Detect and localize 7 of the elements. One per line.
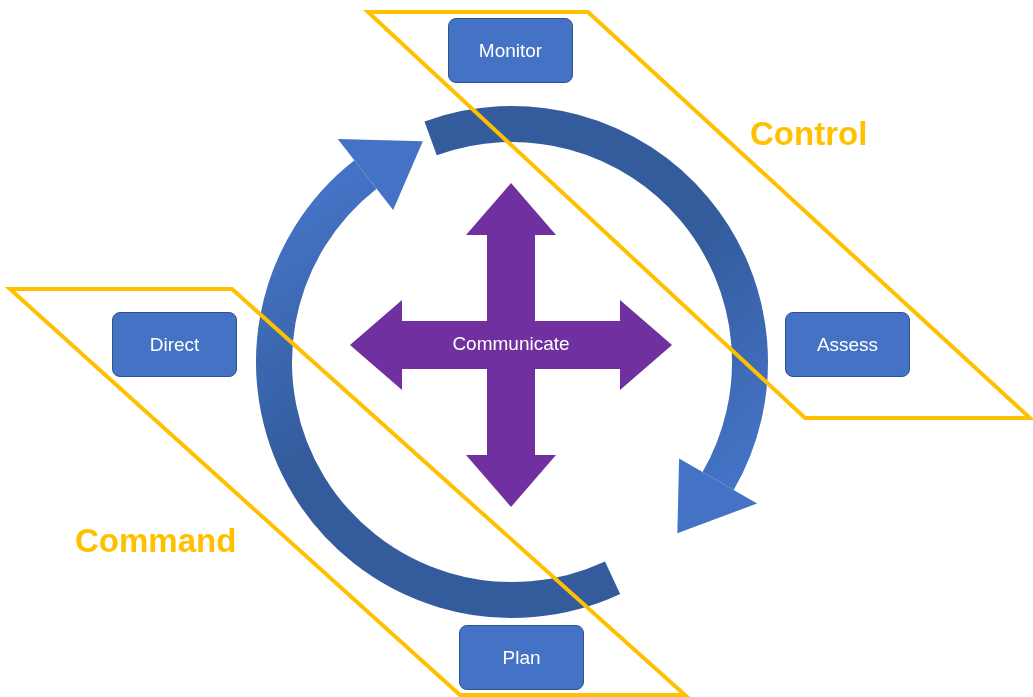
process-box: Plan	[459, 625, 584, 690]
process-box: Monitor	[448, 18, 573, 83]
band-heading: Control	[750, 115, 868, 153]
process-box: Assess	[785, 312, 910, 377]
arrow-label: Communicate	[452, 333, 570, 354]
band-heading: Command	[75, 522, 237, 560]
process-box: Direct	[112, 312, 237, 377]
